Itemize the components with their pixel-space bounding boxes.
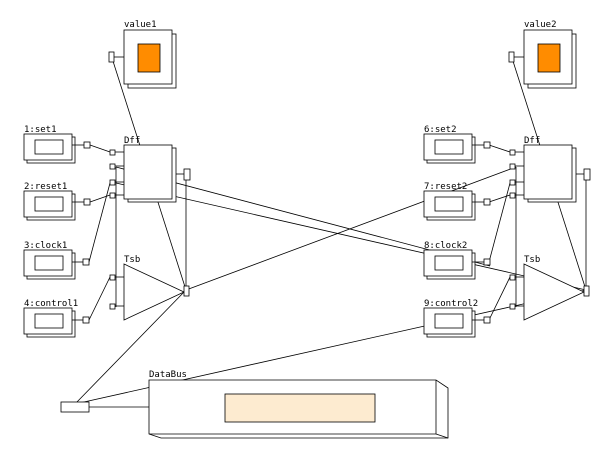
value2-indicator [537, 43, 561, 73]
tsb2-buffer[interactable]: Tsb [509, 255, 590, 321]
tsb2-label: Tsb [524, 255, 540, 265]
clock2-label: 8:clock2 [424, 241, 467, 251]
control1-output-port[interactable] [82, 316, 90, 324]
wire-reset1-to-dff1 [89, 194, 111, 203]
input-set1[interactable]: 1:set1 [23, 125, 91, 164]
control2-output-port[interactable] [483, 316, 491, 324]
reset1-label: 2:reset1 [24, 182, 67, 192]
reset2-label: 7:reset2 [424, 182, 467, 192]
dff2-output-port[interactable] [583, 168, 591, 181]
wire-set2-to-dff2 [488, 144, 511, 153]
dff1-port-clock[interactable] [109, 179, 116, 186]
set2-output-port[interactable] [483, 141, 491, 149]
control2-button[interactable] [434, 313, 464, 329]
set2-label: 6:set2 [424, 125, 457, 135]
dff1-label: Dff [124, 136, 140, 146]
value1-input-port[interactable] [108, 51, 115, 63]
tsb1-buffer[interactable]: Tsb [109, 255, 190, 321]
tsb1-output-port[interactable] [183, 285, 190, 297]
dff1-port-q[interactable] [109, 163, 116, 170]
tsb1-label: Tsb [124, 255, 140, 265]
databus-display [224, 393, 376, 423]
reset2-button[interactable] [434, 196, 464, 212]
set2-button[interactable] [434, 139, 464, 155]
wire-tsb1-to-dff2-cross [185, 166, 517, 291]
reset1-output-port[interactable] [83, 198, 91, 206]
input-clock2[interactable]: 8:clock2 [423, 241, 491, 280]
input-reset2[interactable]: 7:reset2 [423, 182, 491, 221]
wire-clock1-to-dff1 [88, 182, 111, 263]
tsb2-port-enable[interactable] [509, 274, 516, 281]
dff2-label: Dff [524, 136, 540, 146]
clock2-button[interactable] [434, 255, 464, 271]
dff1-output-port[interactable] [183, 168, 191, 181]
tsb1-port-enable[interactable] [109, 274, 116, 281]
clock2-output-port[interactable] [483, 258, 491, 266]
dff1-port-reset[interactable] [109, 192, 116, 199]
value2-label: value2 [524, 20, 557, 30]
dff2-port-set[interactable] [509, 149, 516, 156]
value1-label: value1 [124, 20, 157, 30]
value-display-value2[interactable]: value2 [508, 20, 577, 89]
input-control1[interactable]: 4:control1 [23, 299, 90, 338]
control2-label: 9:control2 [424, 299, 478, 309]
set1-label: 1:set1 [24, 125, 57, 135]
input-control2[interactable]: 9:control2 [423, 299, 491, 338]
wire-control2-to-tsb2 [488, 276, 511, 321]
wire-set1-to-dff1 [89, 144, 111, 153]
dff2-port-reset[interactable] [509, 192, 516, 199]
wire-clock2-to-dff2 [488, 182, 511, 263]
dff2-port-q[interactable] [509, 163, 516, 170]
input-clock1[interactable]: 3:clock1 [23, 241, 90, 280]
databus[interactable]: DataBus [60, 370, 449, 439]
reset1-button[interactable] [34, 196, 64, 212]
wire-dff1-to-tsb2-out [115, 182, 587, 291]
dff1-flipflop[interactable]: Dff [109, 136, 191, 203]
tsb1-port-data[interactable] [109, 303, 116, 310]
value-display-value1[interactable]: value1 [108, 20, 177, 89]
wires [74, 57, 587, 405]
input-reset1[interactable]: 2:reset1 [23, 182, 91, 221]
dff1-port-set[interactable] [109, 149, 116, 156]
set1-output-port[interactable] [83, 141, 91, 149]
input-set2[interactable]: 6:set2 [423, 125, 491, 164]
clock1-label: 3:clock1 [24, 241, 67, 251]
control1-button[interactable] [34, 313, 64, 329]
wire-dff1-to-clock2-cross [115, 166, 491, 267]
reset2-output-port[interactable] [483, 198, 491, 206]
databus-label: DataBus [149, 370, 187, 380]
dff2-port-clock[interactable] [509, 179, 516, 186]
clock1-button[interactable] [34, 255, 64, 271]
wire-tsb1-to-bus [74, 289, 187, 405]
dff2-flipflop[interactable]: Dff [509, 136, 591, 203]
wire-control1-to-tsb1 [88, 276, 111, 321]
value2-input-port[interactable] [508, 51, 515, 63]
tsb2-output-port[interactable] [583, 285, 590, 297]
databus-input-port[interactable] [60, 401, 90, 413]
value1-indicator [137, 43, 161, 73]
tsb2-port-data[interactable] [509, 303, 516, 310]
set1-button[interactable] [34, 139, 64, 155]
control1-label: 4:control1 [24, 299, 78, 309]
clock1-output-port[interactable] [82, 258, 90, 266]
